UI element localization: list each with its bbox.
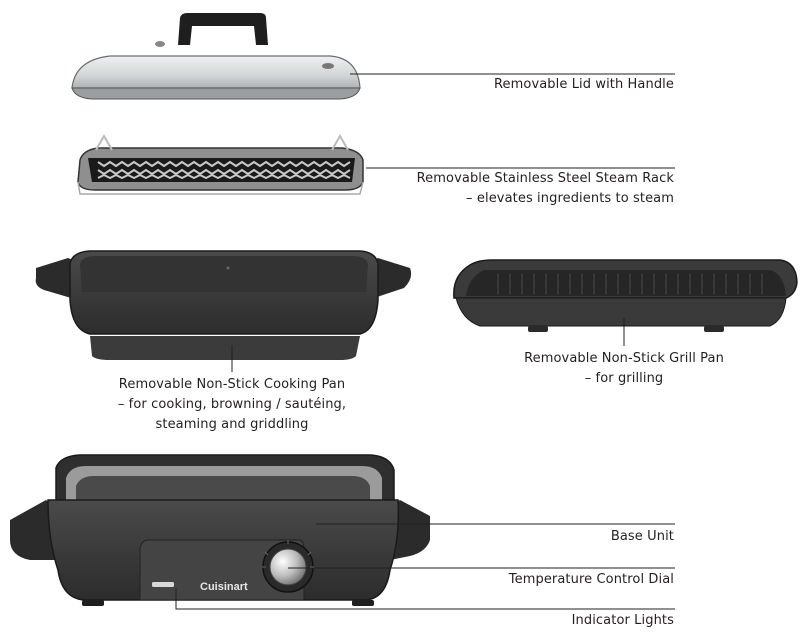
steam-rack-label-line2: – elevates ingredients to steam xyxy=(466,191,674,206)
base-unit-label-text: Base Unit xyxy=(610,529,674,544)
leader-lines xyxy=(175,73,675,610)
indicator-lights-label-text: Indicator Lights xyxy=(571,613,674,628)
cooking-pan-illustration xyxy=(35,250,412,360)
cooking-pan-label-line1: Removable Non-Stick Cooking Pan xyxy=(118,377,346,392)
indicator-light-shape xyxy=(152,582,174,587)
steam-rack-illustration xyxy=(77,133,364,195)
grill-pan-label-line2: – for grilling xyxy=(584,371,664,386)
grill-pan-label: Removable Non-Stick Grill Pan – for gril… xyxy=(504,349,744,389)
lid-label: Removable Lid with Handle xyxy=(494,75,674,95)
cooking-pan-label-line2: – for cooking, browning / sautéing, xyxy=(117,397,347,412)
temperature-dial-label-text: Temperature Control Dial xyxy=(508,572,674,587)
temperature-dial-label: Temperature Control Dial xyxy=(509,570,674,590)
lid-illustration xyxy=(71,13,361,100)
cooking-pan-label-line3: steaming and griddling xyxy=(155,417,309,432)
cooking-pan-label: Removable Non-Stick Cooking Pan – for co… xyxy=(97,375,367,435)
grill-pan-label-line1: Removable Non-Stick Grill Pan xyxy=(524,351,724,366)
base-unit-label: Base Unit xyxy=(611,527,674,547)
indicator-lights-label: Indicator Lights xyxy=(572,611,674,631)
steam-rack-label-line1: Removable Stainless Steel Steam Rack xyxy=(416,171,674,186)
lid-label-text: Removable Lid with Handle xyxy=(493,77,674,92)
grill-pan-illustration xyxy=(453,259,798,332)
base-unit-illustration: Cuisinart xyxy=(10,454,430,606)
brand-logo: Cuisinart xyxy=(200,581,248,593)
steam-rack-label: Removable Stainless Steel Steam Rack – e… xyxy=(417,169,674,209)
indicator-lights-leader xyxy=(175,588,675,610)
